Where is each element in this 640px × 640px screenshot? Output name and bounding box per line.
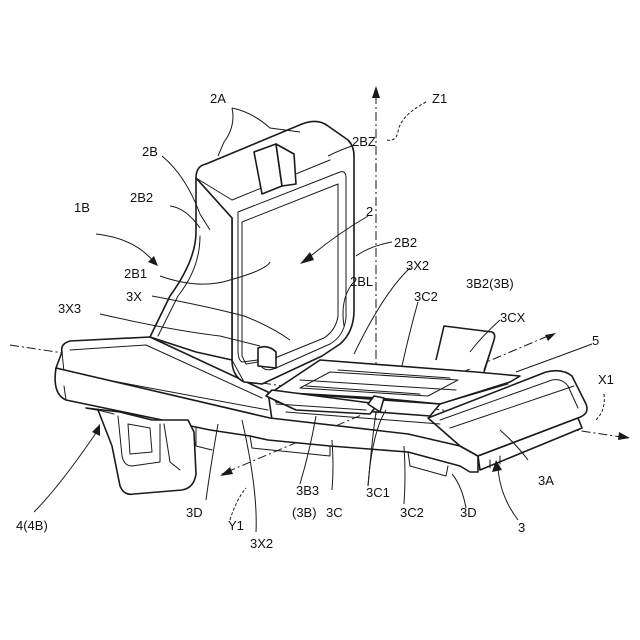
upright-wall — [150, 121, 354, 384]
lead-2B2-right — [356, 242, 392, 256]
wall-slot-3X — [258, 347, 276, 368]
lead-3C2-bottom — [404, 446, 405, 504]
label-2A: 2A — [210, 91, 226, 106]
lead-3C2-top — [402, 302, 418, 366]
wall-left-flank — [150, 178, 232, 360]
label-4: 4(4B) — [16, 518, 48, 533]
label-3C1: 3C1 — [366, 485, 390, 500]
label-Z1: Z1 — [432, 91, 447, 106]
lead-Y1 — [230, 488, 246, 520]
label-Y1: Y1 — [228, 518, 244, 533]
snap-clip — [86, 408, 196, 494]
lead-X1 — [596, 394, 604, 420]
axis-z1-arrow — [372, 86, 380, 98]
lead-3D-left — [206, 424, 218, 500]
label-3X2-bottom: 3X2 — [250, 536, 273, 551]
label-3: 3 — [518, 520, 525, 535]
axis-x1-arrow — [618, 432, 630, 440]
label-2B2-right: 2B2 — [394, 235, 417, 250]
lead-3D-right — [452, 474, 466, 508]
lead-2A-a — [218, 108, 233, 156]
base-rib-2 — [196, 428, 212, 450]
label-3D-left: 3D — [186, 505, 203, 520]
label-3D-right: 3D — [460, 505, 477, 520]
label-3X3: 3X3 — [58, 301, 81, 316]
lead-4 — [34, 430, 98, 512]
label-2BZ: 2BZ — [352, 134, 376, 149]
lead-5 — [516, 344, 592, 372]
label-3C2-top: 3C2 — [414, 289, 438, 304]
label-2BL: 2BL — [350, 274, 373, 289]
label-2B1: 2B1 — [124, 266, 147, 281]
label-3CX: 3CX — [500, 310, 526, 325]
label-1B: 1B — [74, 200, 90, 215]
label-3B: (3B) — [292, 505, 317, 520]
clip-body — [86, 408, 196, 494]
label-2B2-left: 2B2 — [130, 190, 153, 205]
label-3B2: 3B2(3B) — [466, 276, 514, 291]
axis-5-arrow — [545, 333, 556, 341]
label-3X: 3X — [126, 289, 142, 304]
label-X1: X1 — [598, 372, 614, 387]
label-3C: 3C — [326, 505, 343, 520]
axis-y1-arrow — [220, 467, 233, 476]
label-3B3: 3B3 — [296, 483, 319, 498]
lead-1B — [96, 234, 154, 262]
lead-4-arrow — [92, 424, 100, 436]
lead-Z1 — [386, 102, 426, 140]
label-2B: 2B — [142, 144, 158, 159]
lead-3C — [332, 440, 333, 490]
label-3X2-top: 3X2 — [406, 258, 429, 273]
lead-3 — [498, 468, 518, 520]
label-5: 5 — [592, 333, 599, 348]
label-3A: 3A — [538, 473, 554, 488]
label-2: 2 — [366, 204, 373, 219]
label-3C2-bottom: 3C2 — [400, 505, 424, 520]
